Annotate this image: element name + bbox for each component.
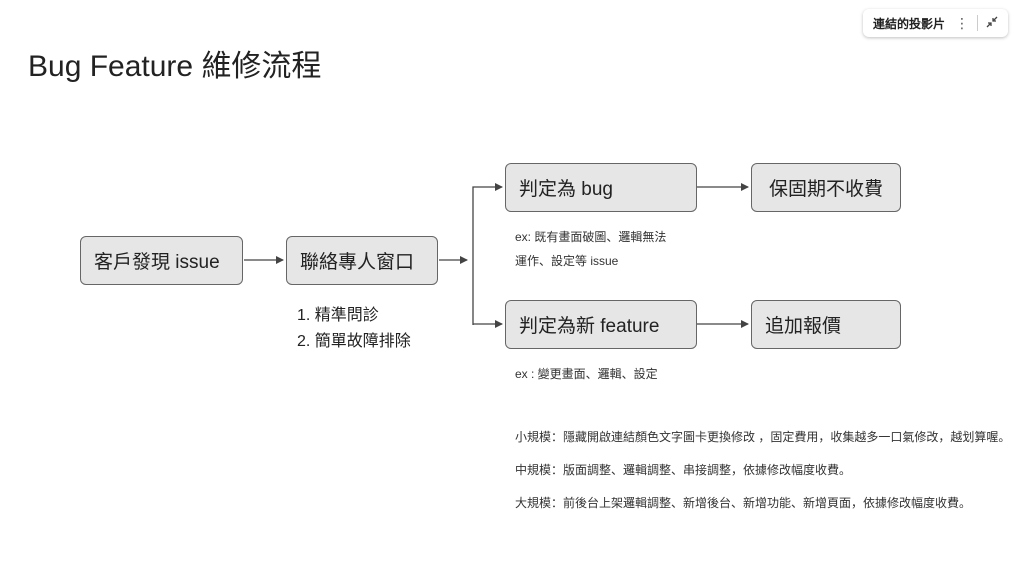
node-judged-bug-label: 判定為 bug <box>519 179 613 200</box>
linked-slide-label: 連結的投影片 <box>872 16 945 31</box>
chip-divider <box>977 15 978 31</box>
linked-slide-chip[interactable]: 連結的投影片 ⋮ <box>862 9 1008 37</box>
arrow-branch-to-bug <box>472 183 503 325</box>
node-add-quote-label: 追加報價 <box>765 316 842 337</box>
contact-steps: 1. 精準問診 2. 簡單故障排除 <box>297 303 411 355</box>
kebab-menu-icon[interactable]: ⋮ <box>955 14 969 31</box>
node-warranty-free: 保固期不收費 <box>751 163 901 212</box>
node-contact-window-label: 聯絡專人窗口 <box>300 252 415 273</box>
node-judged-bug: 判定為 bug <box>505 163 697 212</box>
feature-note: ex : 變更畫面、邏輯、設定 <box>515 367 658 381</box>
collapse-arrows-svg <box>986 16 998 27</box>
pricing-large: 大規模：前後台上架邏輯調整、新增後台、新增功能、新增頁面，依據修改幅度收費。 <box>515 496 972 510</box>
node-customer-issue: 客戶發現 issue <box>80 236 243 285</box>
node-warranty-free-label: 保固期不收費 <box>768 179 883 200</box>
step-item: 1. 精準問診 <box>297 307 379 324</box>
bug-note-line: 運作、設定等 issue <box>515 254 619 268</box>
bug-note: ex: 既有畫面破圖、邏輯無法 運作、設定等 issue <box>515 225 666 273</box>
slide-title: Bug Feature 維修流程 <box>28 50 322 83</box>
pricing-medium: 中規模：版面調整、邏輯調整、串接調整，依據修改幅度收費。 <box>515 463 852 477</box>
pricing-notes: 小規模：隱藏開啟連結顏色文字圖卡更換修改 ，固定費用，收集越多一口氣修改，越划算… <box>515 428 1024 527</box>
bug-note-line: ex: 既有畫面破圖、邏輯無法 <box>515 230 667 244</box>
node-judged-feature: 判定為新 feature <box>505 300 697 349</box>
collapse-arrows-icon[interactable] <box>986 16 998 31</box>
node-add-quote: 追加報價 <box>751 300 901 349</box>
node-customer-issue-label: 客戶發現 issue <box>94 252 220 273</box>
pricing-small: 小規模：隱藏開啟連結顏色文字圖卡更換修改 ，固定費用，收集越多一口氣修改，越划算… <box>515 430 1011 444</box>
node-judged-feature-label: 判定為新 feature <box>519 316 660 337</box>
node-contact-window: 聯絡專人窗口 <box>286 236 438 285</box>
step-item: 2. 簡單故障排除 <box>297 333 411 350</box>
